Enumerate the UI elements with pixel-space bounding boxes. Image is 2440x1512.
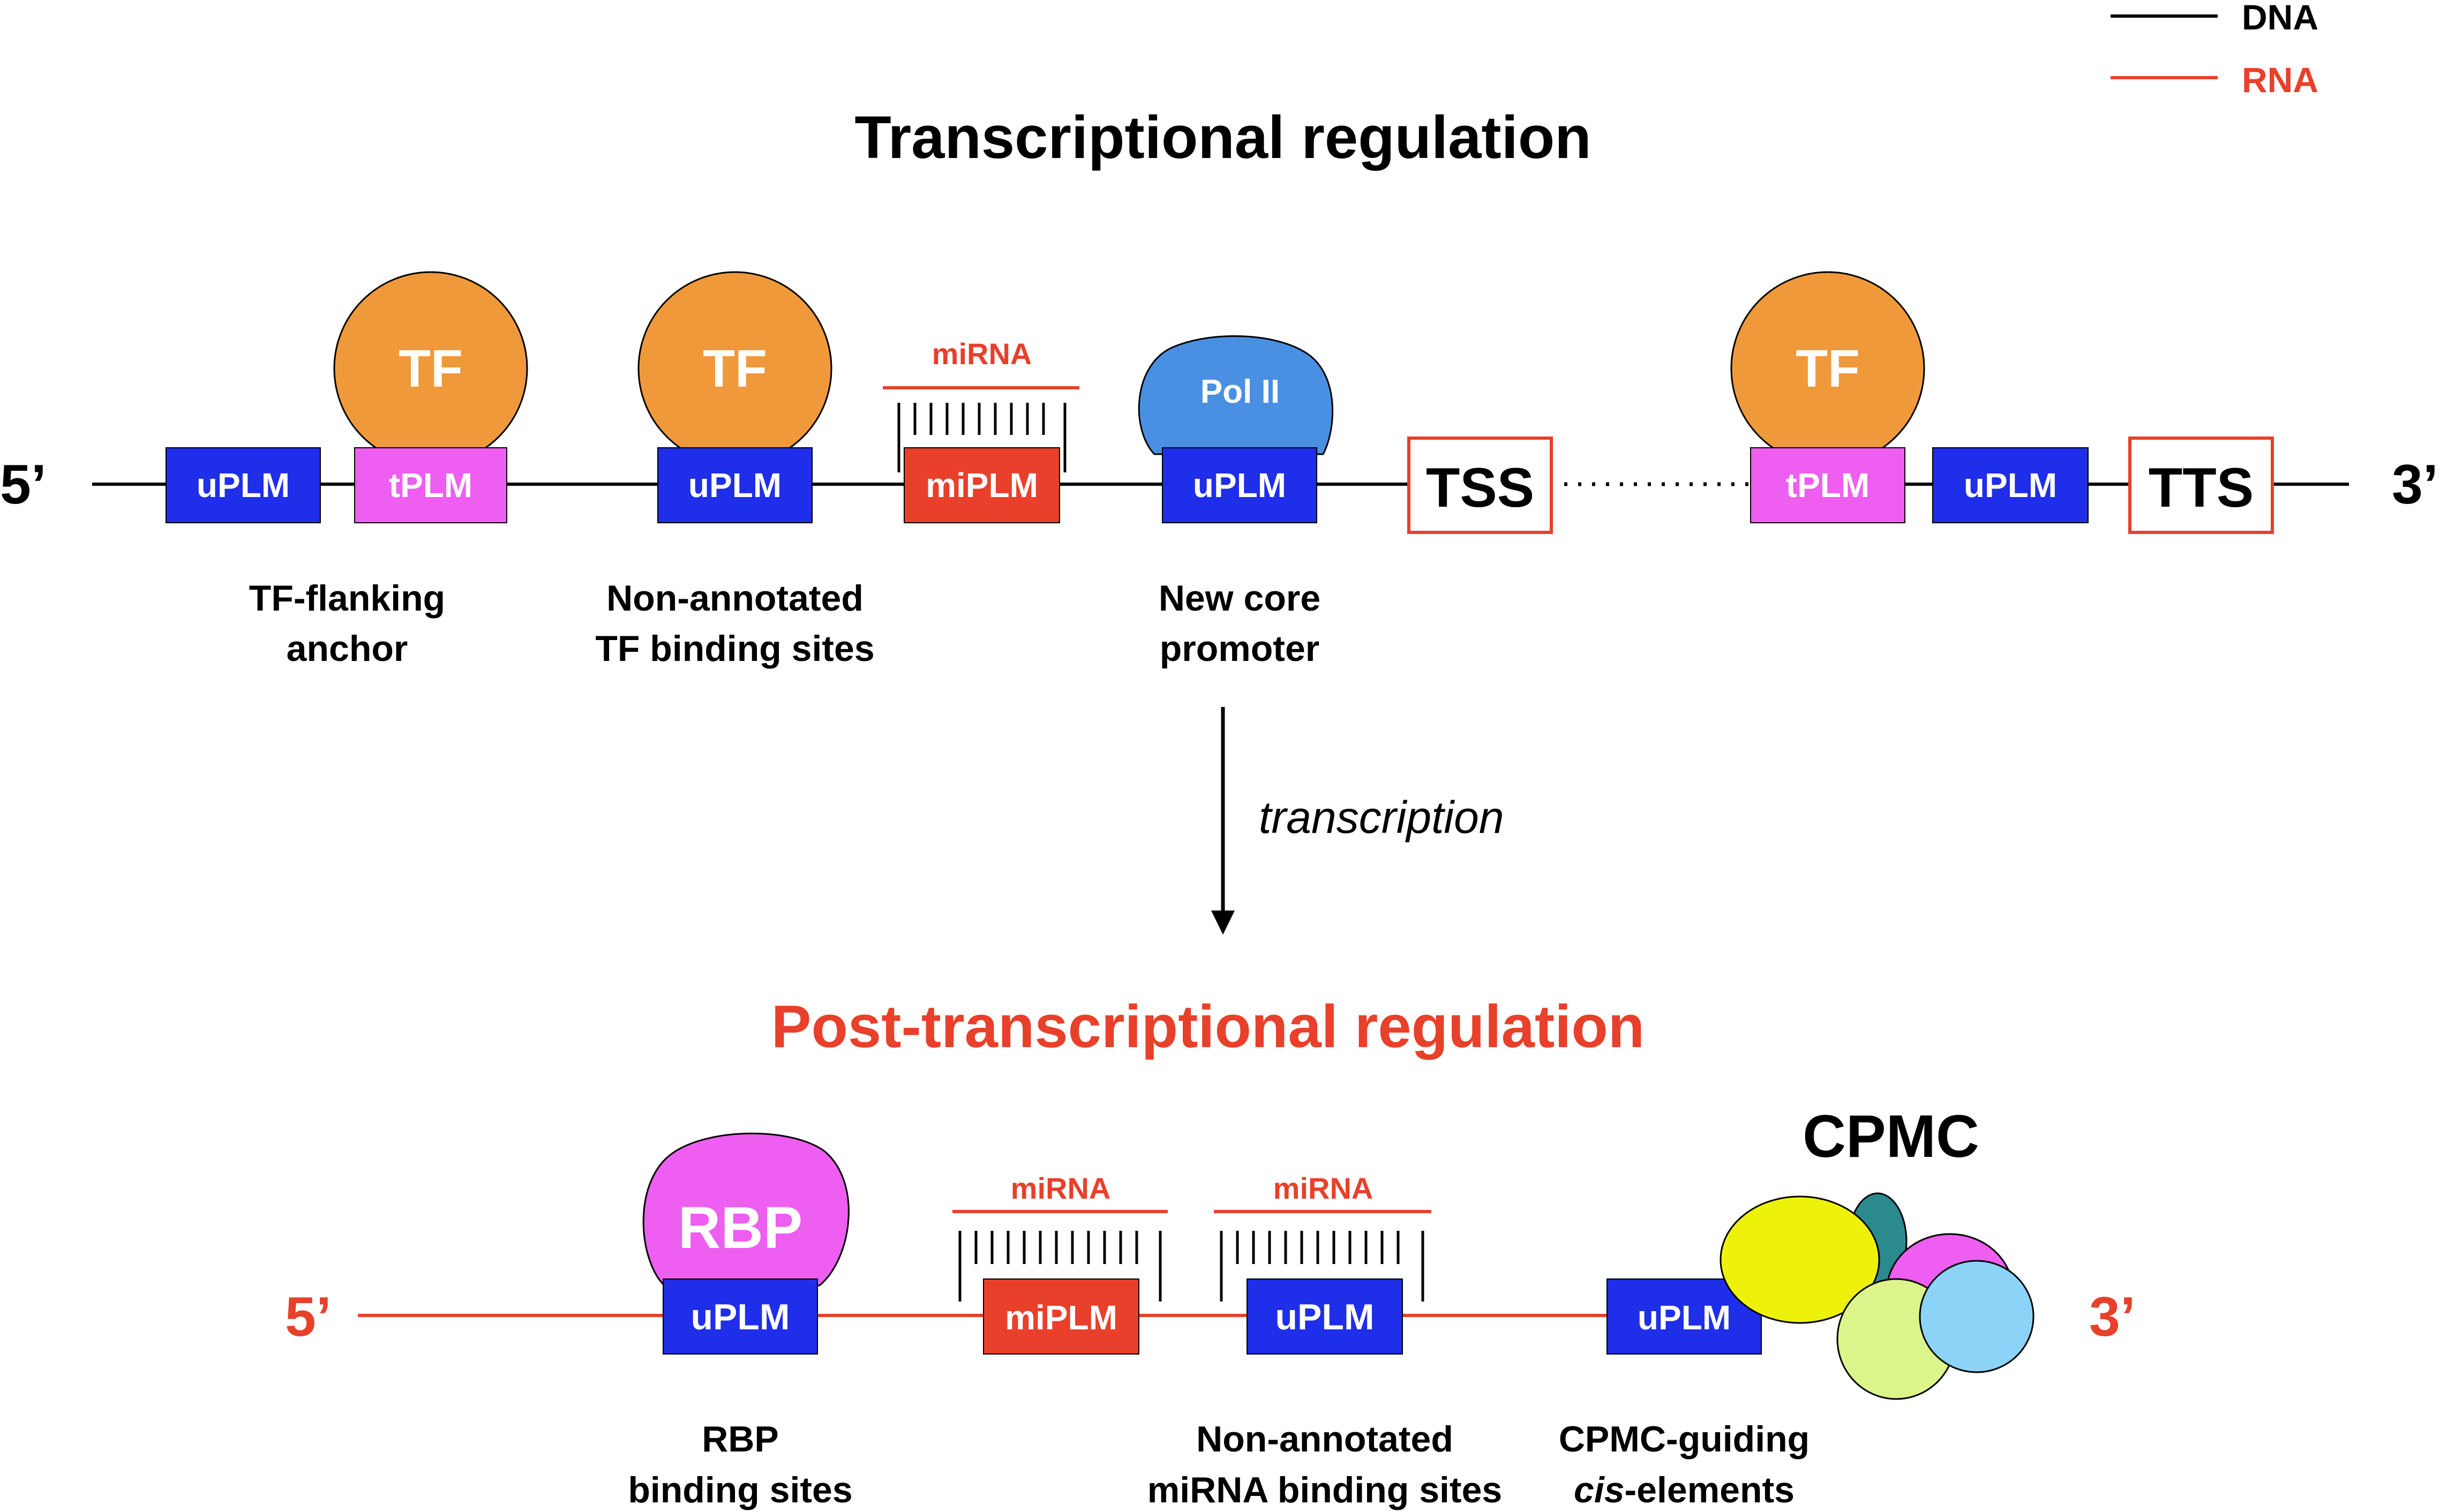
legend-rna-label: RNA xyxy=(2242,60,2318,100)
uplm-box xyxy=(166,447,321,523)
dna-three-prime: 3’ xyxy=(2392,454,2438,516)
tf-flanking-anchor-group: uPLM tPLM TF xyxy=(166,271,528,523)
tplm-box xyxy=(1750,447,1905,523)
legend-dna-label: DNA xyxy=(2242,0,2318,37)
uplm-box xyxy=(1162,447,1317,523)
mirna-label: miRNA xyxy=(1273,1171,1373,1205)
uplm-label: uPLM xyxy=(1275,1297,1374,1337)
caption-cpmc-elements: -elements xyxy=(1625,1470,1795,1510)
cpmc-label: CPMC xyxy=(1803,1103,1979,1170)
caption-rbp-line1: RBP xyxy=(702,1419,779,1460)
miplm-box xyxy=(904,447,1060,523)
uplm-box xyxy=(657,447,813,523)
transcription-arrow: transcription xyxy=(1211,707,1504,935)
transcriptional-title: Transcriptional regulation xyxy=(854,104,1591,171)
post-captions: RBP binding sites Non-annotated miRNA bi… xyxy=(628,1419,1810,1510)
mirna-label: miRNA xyxy=(932,337,1032,371)
tf-binding-site-group: uPLM TF xyxy=(637,271,832,523)
rna-mirna-group-2: miRNA uPLM xyxy=(1214,1171,1431,1355)
uplm-label: uPLM xyxy=(1964,466,2057,505)
legend: DNA RNA xyxy=(2111,0,2318,100)
uplm-box xyxy=(663,1278,818,1355)
miplm-label: miPLM xyxy=(926,466,1038,505)
tplm-label: tPLM xyxy=(1786,466,1870,505)
transcription-label: transcription xyxy=(1259,792,1504,842)
caption-mirna-line1: Non-annotated xyxy=(1196,1419,1453,1460)
pol2-label: Pol II xyxy=(1200,373,1280,410)
arrow-head xyxy=(1211,911,1235,935)
rbp-label: RBP xyxy=(678,1195,802,1261)
pol2-shape xyxy=(1138,335,1334,455)
tts-box-group: TTS xyxy=(2128,437,2274,534)
rbp-shape xyxy=(642,1132,850,1287)
rna-three-prime: 3’ xyxy=(2089,1286,2136,1348)
caption-anchor-line1: TF-flanking xyxy=(249,578,445,619)
tf-label: TF xyxy=(1796,339,1860,398)
rna-strand: 5’ 3’ xyxy=(285,1286,2136,1348)
tplm-label: tPLM xyxy=(389,466,472,505)
tplm-box xyxy=(354,447,507,523)
caption-mirna-line2: miRNA binding sites xyxy=(1147,1470,1502,1510)
dna-five-prime: 5’ xyxy=(0,454,47,516)
miplm-box xyxy=(983,1278,1139,1355)
uplm-label: uPLM xyxy=(688,466,782,505)
uplm-label: uPLM xyxy=(1193,466,1286,505)
tss-label: TSS xyxy=(1426,457,1534,519)
caption-core-line2: promoter xyxy=(1160,628,1319,669)
core-promoter-group: Pol II uPLM xyxy=(1138,335,1334,523)
uplm-box xyxy=(1932,447,2089,523)
cpmc-group: uPLM CPMC xyxy=(1606,1103,2034,1400)
caption-anchor-line2: anchor xyxy=(287,628,408,669)
right-tf-group: tPLM TF uPLM xyxy=(1730,271,2089,523)
miplm-label: miPLM xyxy=(1005,1298,1117,1337)
caption-core-line1: New core xyxy=(1159,578,1320,619)
tf-label: TF xyxy=(399,339,463,398)
uplm-box xyxy=(1247,1278,1403,1355)
uplm-label: uPLM xyxy=(690,1297,790,1337)
mirna-label: miRNA xyxy=(1011,1171,1111,1205)
rna-five-prime: 5’ xyxy=(285,1286,332,1348)
dna-mirna-group: miRNA miPLM xyxy=(883,337,1079,523)
cpmc-lightblue-subunit xyxy=(1919,1260,2034,1373)
rbp-group: RBP uPLM xyxy=(642,1132,850,1355)
tss-box xyxy=(1407,437,1553,534)
caption-cpmc-cis: cis xyxy=(1574,1470,1625,1510)
uplm-label: uPLM xyxy=(1638,1298,1731,1337)
caption-cpmc-line1: CPMC-guiding xyxy=(1559,1419,1810,1460)
rna-mirna-group-1: miRNA miPLM xyxy=(952,1171,1168,1355)
tss-box-group: TSS xyxy=(1407,437,1553,534)
tts-label: TTS xyxy=(2149,457,2254,519)
uplm-label: uPLM xyxy=(197,466,290,505)
base-pair-ticks xyxy=(897,403,1067,472)
base-pair-ticks xyxy=(958,1231,1162,1302)
caption-nonann-line2: TF binding sites xyxy=(595,628,874,669)
transcriptional-captions: TF-flanking anchor Non-annotated TF bind… xyxy=(249,578,1320,669)
caption-nonann-line1: Non-annotated xyxy=(606,578,864,619)
caption-cpmc-line2: cis-elements xyxy=(1574,1470,1795,1510)
tts-box xyxy=(2128,437,2274,534)
base-pair-ticks xyxy=(1220,1231,1424,1302)
caption-rbp-line2: binding sites xyxy=(628,1470,852,1510)
tf-label: TF xyxy=(703,339,767,398)
post-title: Post-transcriptional regulation xyxy=(771,993,1645,1060)
cpmc-yellow-subunit xyxy=(1720,1195,1880,1324)
